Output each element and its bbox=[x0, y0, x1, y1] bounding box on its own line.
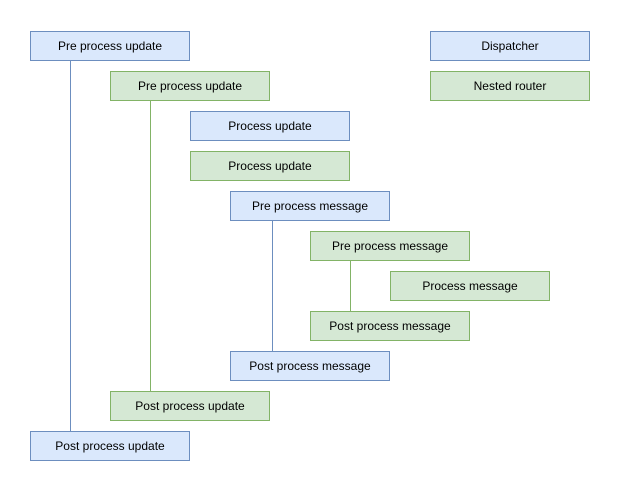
node-process-update-dispatcher[interactable]: Process update bbox=[190, 111, 350, 141]
node-pre-process-update-nested[interactable]: Pre process update bbox=[110, 71, 270, 101]
node-label: Post process update bbox=[135, 398, 245, 413]
node-post-process-message-dispatcher[interactable]: Post process message bbox=[230, 351, 390, 381]
node-post-process-message-nested[interactable]: Post process message bbox=[310, 311, 470, 341]
node-label: Pre process update bbox=[57, 38, 163, 53]
connector-n2-to-n10 bbox=[150, 101, 151, 391]
node-pre-process-message-dispatcher[interactable]: Pre process message bbox=[230, 191, 390, 221]
node-label: Post process message bbox=[249, 358, 371, 373]
legend-item-nested-router[interactable]: Nested router bbox=[430, 71, 590, 101]
legend-item-label: Nested router bbox=[473, 78, 547, 93]
node-pre-process-update-dispatcher[interactable]: Pre process update bbox=[30, 31, 190, 61]
node-label: Post process message bbox=[329, 318, 451, 333]
node-pre-process-message-nested[interactable]: Pre process message bbox=[310, 231, 470, 261]
node-post-process-update-dispatcher[interactable]: Post process update bbox=[30, 431, 190, 461]
node-label: Pre process update bbox=[137, 78, 243, 93]
node-post-process-update-nested[interactable]: Post process update bbox=[110, 391, 270, 421]
node-label: Process message bbox=[422, 278, 518, 293]
node-label: Pre process message bbox=[331, 238, 449, 253]
node-process-update-nested[interactable]: Process update bbox=[190, 151, 350, 181]
node-label: Process update bbox=[228, 118, 312, 133]
connector-n1-to-n11 bbox=[70, 61, 71, 431]
node-label: Post process update bbox=[55, 438, 165, 453]
legend-item-dispatcher[interactable]: Dispatcher bbox=[430, 31, 590, 61]
node-label: Pre process message bbox=[251, 198, 369, 213]
connector-n6-to-n8 bbox=[350, 261, 351, 311]
connector-n5-to-n9 bbox=[272, 221, 273, 351]
node-process-message-nested[interactable]: Process message bbox=[390, 271, 550, 301]
node-label: Process update bbox=[228, 158, 312, 173]
legend-item-label: Dispatcher bbox=[481, 38, 539, 53]
